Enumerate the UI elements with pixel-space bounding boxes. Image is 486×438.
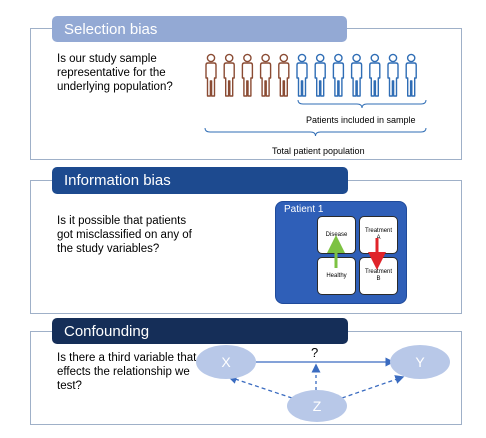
- node-z-label: Z: [312, 398, 322, 414]
- node-z: Z: [287, 390, 347, 422]
- person-icon: [296, 53, 308, 97]
- node-x-label: X: [221, 354, 231, 370]
- confounding-panel: [30, 331, 462, 425]
- information-bias-title: Information bias: [64, 172, 171, 189]
- population-brace: [204, 127, 427, 137]
- information-bias-header: Information bias: [52, 167, 348, 194]
- confounding-question: Is there a third variable that effects t…: [57, 352, 197, 392]
- sample-brace: [297, 99, 427, 109]
- treatment-a-cell: Treatment A: [359, 216, 398, 254]
- node-y: Y: [390, 345, 450, 379]
- person-icon: [278, 53, 290, 97]
- person-icon: [205, 53, 217, 97]
- person-icon: [387, 53, 399, 97]
- person-icon: [259, 53, 272, 97]
- confounding-title: Confounding: [64, 322, 150, 340]
- node-x: X: [196, 345, 256, 379]
- selection-bias-question: Is our study sample representative for t…: [57, 53, 173, 93]
- z-to-y-arrow: [341, 375, 405, 399]
- person-icon: [314, 53, 326, 97]
- unknown-marker: ?: [311, 345, 319, 360]
- confounding-header: Confounding: [52, 318, 348, 344]
- z-to-x-arrow: [227, 375, 293, 399]
- information-bias-question: Is it possible that patients got misclas…: [57, 215, 192, 255]
- person-icon: [405, 53, 417, 97]
- population-label: Total patient population: [272, 146, 365, 156]
- node-y-label: Y: [415, 354, 425, 370]
- person-icon: [241, 53, 254, 97]
- selection-bias-header: Selection bias: [52, 16, 347, 42]
- patient-title: Patient 1: [284, 204, 324, 215]
- sample-label: Patients included in sample: [306, 115, 416, 125]
- selection-bias-title: Selection bias: [64, 20, 158, 38]
- person-icon: [369, 53, 381, 97]
- person-icon: [350, 53, 363, 97]
- person-icon: [223, 53, 235, 97]
- person-icon: [332, 53, 345, 97]
